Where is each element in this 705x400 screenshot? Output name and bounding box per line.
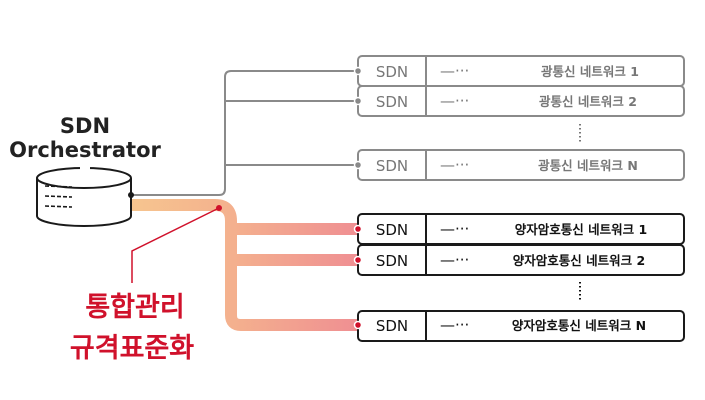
link-dash: —··· [440, 220, 469, 238]
annotation-line2: 규격표준화 [70, 333, 194, 364]
sdn-label: SDN [376, 317, 408, 335]
link-dash: —··· [440, 156, 469, 174]
link-dash: —··· [440, 92, 469, 110]
link-dash: —··· [440, 316, 469, 334]
orchestrator-title-line2: Orchestrator [9, 138, 161, 162]
orchestrator-port-dot [128, 192, 134, 198]
network-name: 양자암호통신 네트워크 1 [515, 222, 647, 237]
link-dash: —··· [440, 251, 469, 269]
link-dash: —··· [440, 62, 469, 80]
sdn-label: SDN [376, 93, 408, 111]
quantum-network-n: SDN —··· 양자암호통신 네트워크 N [353, 310, 685, 342]
sdn-label: SDN [376, 157, 408, 175]
optical-network-1: SDN —··· 광통신 네트워크 1 [353, 55, 685, 87]
sdn-label: SDN [376, 63, 408, 81]
quantum-pipes [132, 199, 358, 331]
network-name: 광통신 네트워크 N [538, 158, 638, 173]
sdn-label: SDN [376, 221, 408, 239]
network-name: 광통신 네트워크 2 [539, 94, 637, 109]
network-name: 광통신 네트워크 1 [541, 64, 639, 79]
annotation-line1: 통합관리 [85, 292, 184, 323]
orchestrator-database-icon [36, 167, 132, 227]
annotation-pointer [131, 207, 220, 283]
quantum-network-1: SDN —··· 양자암호통신 네트워크 1 [353, 213, 685, 245]
optical-network-2: SDN —··· 광통신 네트워크 2 [353, 85, 685, 117]
annotation-dot [216, 205, 222, 211]
network-name: 양자암호통신 네트워크 2 [513, 253, 645, 268]
sdn-label: SDN [376, 252, 408, 270]
quantum-network-2: SDN —··· 양자암호통신 네트워크 2 [353, 244, 685, 276]
optical-connectors [132, 70, 358, 196]
network-name: 양자암호통신 네트워크 N [512, 318, 646, 333]
orchestrator-title-line1: SDN [60, 114, 110, 138]
optical-network-n: SDN —··· 광통신 네트워크 N [353, 149, 685, 181]
